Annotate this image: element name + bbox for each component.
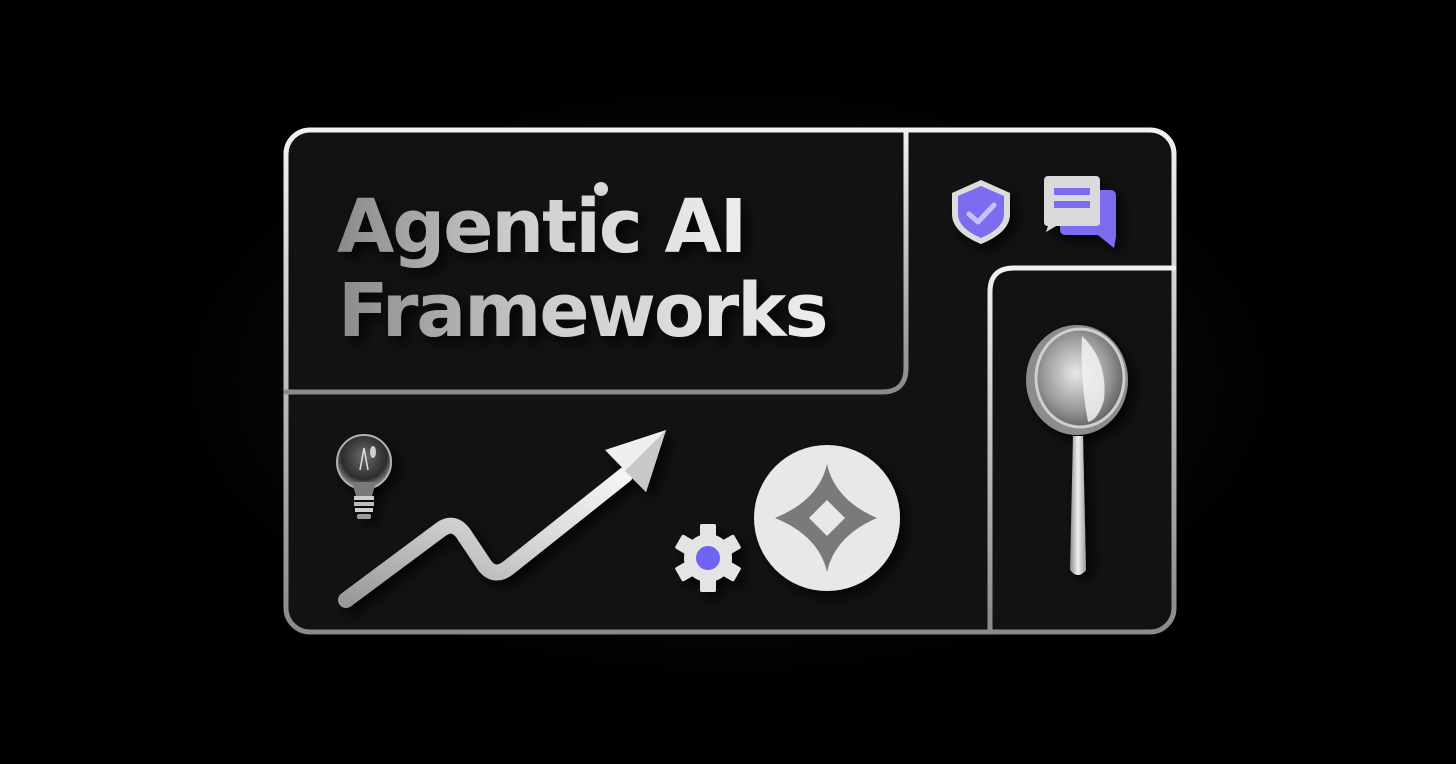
- lightbulb-icon: [336, 434, 392, 519]
- magnifier-icon: [1026, 325, 1128, 575]
- sprue-gate-dot: [594, 182, 608, 196]
- sprue-rods: [283, 127, 1177, 635]
- headline-line-2: Frameworks: [338, 268, 827, 354]
- gear-icon: [675, 524, 741, 592]
- sparkle-badge-icon: [754, 445, 900, 591]
- headline-line-1: Agentic AI: [337, 184, 745, 270]
- panel-background: [286, 130, 1174, 632]
- shield-check-icon: [952, 180, 1010, 244]
- chat-bubbles-icon: [1044, 176, 1116, 248]
- headline: Agentic AI Frameworks: [337, 184, 829, 354]
- trend-arrow-icon: [338, 430, 666, 608]
